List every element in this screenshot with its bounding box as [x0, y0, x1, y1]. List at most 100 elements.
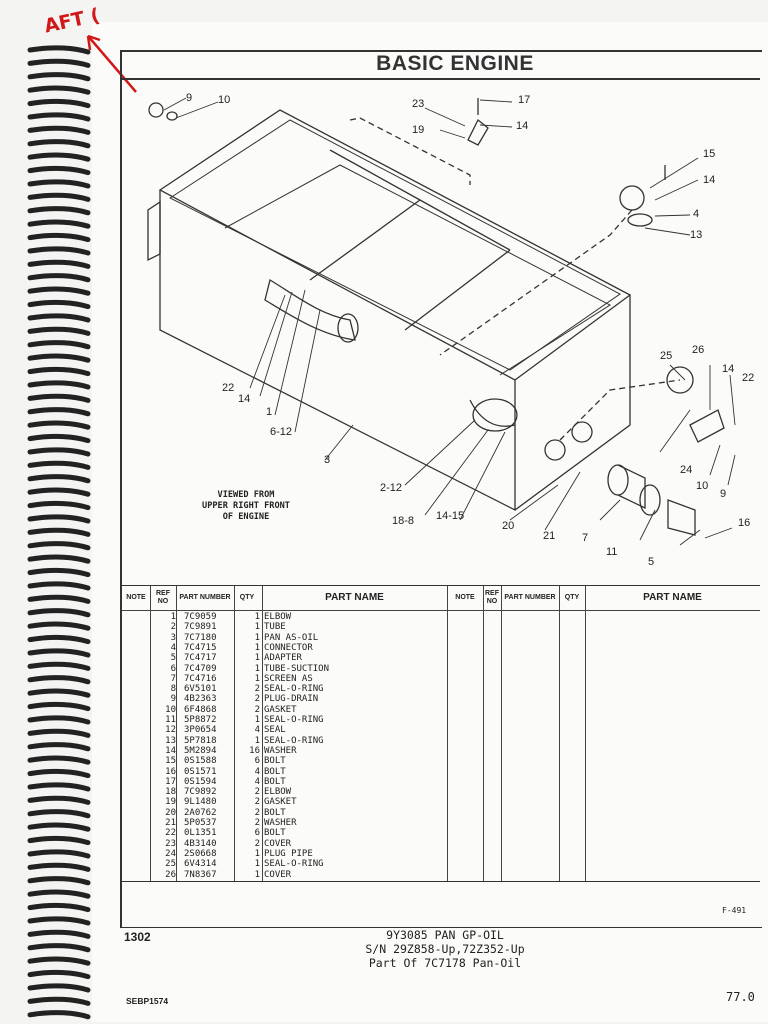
part-number-cell: 5P8872: [184, 715, 217, 725]
callout-label: 23: [412, 98, 425, 110]
part-name-cell: COVER: [264, 838, 292, 849]
part-name-cell: PLUG PIPE: [264, 848, 313, 859]
qty-cell: 2: [254, 684, 260, 695]
callout-label: 14: [516, 120, 529, 132]
qty-cell: 1: [254, 642, 260, 653]
binding-coil: [27, 554, 91, 564]
binding-coil: [27, 608, 91, 618]
binding-coil: [27, 433, 91, 444]
binding-coil: [27, 45, 91, 55]
callout-label: 16: [738, 517, 751, 529]
part-name-cell: WASHER: [264, 745, 297, 756]
qty-cell: 4: [254, 776, 260, 787]
ref-no-cell: 1: [170, 612, 176, 622]
callout-label: 26: [692, 344, 705, 356]
binding-coil: [27, 541, 91, 551]
part-number-cell: 3P0654: [184, 725, 217, 736]
callout-label: 1: [266, 406, 273, 418]
header-ref: REF NO: [156, 590, 170, 605]
callout-label: 4: [693, 208, 700, 220]
binding-coil: [27, 299, 91, 310]
binding-coil: [27, 219, 91, 229]
binding-coil: [27, 768, 91, 779]
part-name-cell: TUBE-SUCTION: [264, 663, 330, 674]
binding-coil: [27, 822, 91, 832]
binding-coil: [27, 487, 91, 497]
part-number-cell: 0S1588: [184, 756, 217, 767]
binding-coil: [27, 701, 91, 712]
header-qty: QTY: [239, 594, 255, 601]
part-name-cell: COVER: [264, 869, 292, 880]
title-rule: [122, 78, 760, 80]
ref-no-cell: 21: [165, 818, 176, 828]
qty-cell: 1: [254, 632, 260, 643]
qty-cell: 1: [254, 848, 260, 859]
binding-coil: [27, 943, 91, 953]
binding-coil: [27, 996, 91, 1006]
ref-no-cell: 16: [165, 766, 176, 777]
part-name-cell: PLUG-DRAIN: [264, 694, 319, 705]
ref-no-cell: 19: [165, 797, 176, 808]
header-part-name-right: PART NAME: [643, 592, 702, 603]
part-name-cell: SEAL-O-RING: [264, 859, 324, 870]
part-name-cell: TUBE: [264, 622, 286, 633]
part-name-cell: CONNECTOR: [264, 642, 313, 653]
binding-coil: [27, 835, 91, 846]
ref-no-cell: 6: [170, 663, 176, 674]
callout-label: 22: [222, 382, 235, 394]
ref-no-cell: 20: [165, 807, 176, 818]
binding-coil: [27, 782, 91, 792]
column-divider: [176, 586, 177, 881]
header-part-name: PART NAME: [325, 592, 384, 603]
view-note-line: OF ENGINE: [222, 512, 270, 522]
part-name-cell: ELBOW: [264, 787, 292, 798]
qty-cell: 1: [254, 653, 260, 664]
binding-coil: [27, 715, 91, 725]
part-number-cell: 4B2363: [184, 694, 217, 705]
part-number-cell: 7C7180: [184, 632, 217, 643]
document-code: SEBP1574: [126, 996, 169, 1006]
qty-cell: 4: [254, 766, 260, 777]
ref-no-cell: 8: [170, 684, 176, 695]
qty-cell: 2: [254, 838, 260, 849]
binding-coil: [27, 286, 91, 296]
part-name-cell: WASHER: [264, 818, 297, 828]
figure-code: F-491: [722, 906, 747, 915]
ref-no-cell: 26: [165, 869, 176, 880]
part-number-cell: 9L1480: [184, 797, 217, 808]
callout-label: 5: [648, 556, 655, 568]
binding-coil: [27, 192, 91, 202]
callout-label: 14: [238, 393, 251, 405]
part-number-cell: 6V5101: [184, 684, 217, 695]
ref-no-cell: 24: [165, 848, 176, 859]
binding-coil: [27, 206, 91, 216]
binding-coil: [27, 1010, 91, 1020]
binding-coil: [27, 366, 91, 377]
ref-no-cell: 22: [165, 828, 176, 839]
part-number-cell: 7N8367: [184, 869, 217, 880]
qty-cell: 1: [254, 869, 260, 880]
binding-coil: [27, 420, 91, 430]
qty-cell: 2: [254, 704, 260, 715]
binding-coil: [27, 340, 91, 350]
qty-cell: 1: [254, 612, 260, 622]
part-number-cell: 4B3140: [184, 838, 217, 849]
header-ref-right: REF NO: [485, 590, 499, 605]
binding-coil: [27, 474, 91, 484]
binding-coil: [27, 876, 91, 886]
red-arrow-mark: [86, 34, 137, 93]
binding-coil: [27, 795, 91, 805]
part-number-cell: 7C9891: [184, 622, 217, 633]
ref-no-cell: 2: [170, 622, 176, 633]
page-number-left: 1302: [124, 930, 151, 944]
spiral-binding: [27, 45, 91, 1020]
callout-label: 14: [722, 363, 735, 375]
ref-no-cell: 14: [165, 745, 176, 756]
view-note-line: UPPER RIGHT FRONT: [202, 501, 290, 511]
binding-coil: [27, 916, 91, 926]
binding-coil: [27, 902, 91, 913]
binding-coil: [27, 983, 91, 993]
part-name-cell: SCREEN AS: [264, 673, 313, 684]
qty-cell: 1: [254, 859, 260, 870]
callout-label: 13: [690, 229, 703, 241]
